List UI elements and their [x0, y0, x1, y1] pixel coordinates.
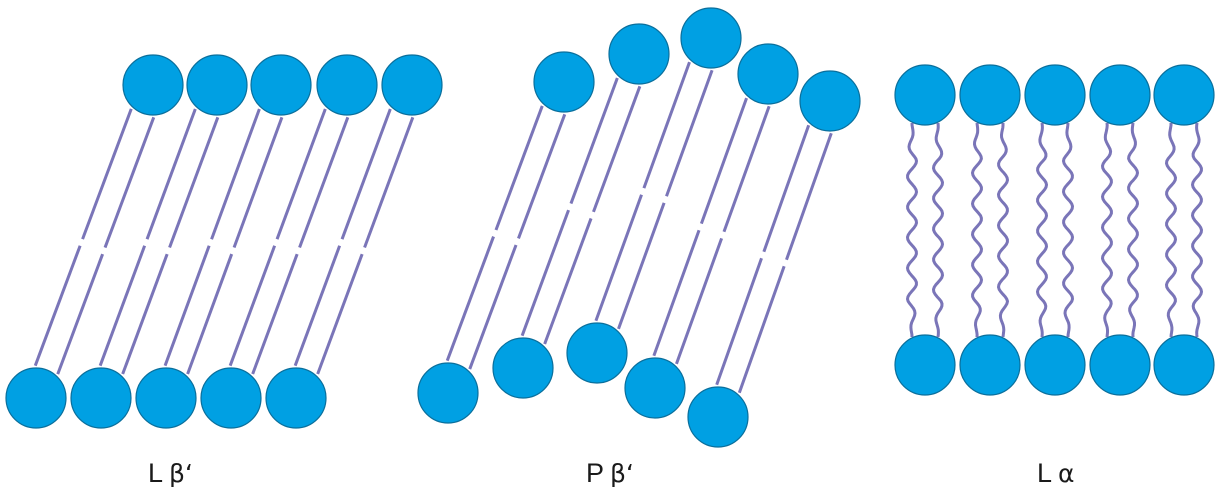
lipid-head — [122, 54, 184, 116]
lipid-tail — [785, 132, 833, 261]
lipid-tail — [1165, 123, 1177, 338]
lipid-tail — [103, 116, 156, 249]
label-letter: L — [1037, 458, 1053, 488]
lipid-head — [70, 367, 132, 429]
lipid-tail — [906, 122, 918, 338]
lipid-tail — [81, 108, 133, 240]
lipid-tail — [642, 61, 691, 189]
lipid-tail — [316, 253, 364, 375]
lipid-tail — [569, 77, 619, 205]
lipid-head — [608, 23, 670, 85]
lipid-tail — [617, 202, 666, 330]
lipid-head — [492, 337, 554, 399]
lipid-head — [1153, 64, 1215, 126]
lipid-head — [624, 357, 686, 419]
lipid-tail — [98, 245, 147, 367]
l-alpha-phase — [894, 64, 1215, 396]
lipid-head — [894, 64, 956, 126]
lipid-head — [5, 367, 67, 429]
lipid-tail — [594, 194, 643, 322]
lipid-head — [316, 54, 378, 116]
lipid-head — [894, 334, 956, 396]
lipid-head — [186, 54, 248, 116]
l-beta-prime-phase — [5, 54, 443, 429]
lipid-tail — [1036, 122, 1048, 338]
lipid-tail — [932, 122, 944, 338]
lipid-head — [737, 43, 799, 105]
lipid-head — [250, 54, 312, 116]
lipid-head — [265, 367, 327, 429]
lipid-tail — [298, 116, 350, 249]
lipid-tail — [275, 108, 327, 240]
lipid-head — [959, 334, 1021, 396]
lipid-head — [381, 54, 443, 116]
lipid-tail — [520, 209, 570, 337]
lipid-tail — [340, 108, 392, 240]
lipid-tail — [293, 245, 342, 367]
p-beta-prime-phase — [417, 7, 861, 448]
lipid-tail — [762, 124, 811, 253]
lipid-head — [1089, 64, 1151, 126]
lipid-tail — [971, 122, 983, 338]
lipid-tail — [228, 245, 277, 367]
lipid-head — [799, 70, 861, 132]
lipid-tail — [186, 253, 234, 375]
lipid-tail — [1101, 122, 1113, 338]
lipid-tail — [168, 116, 220, 249]
lipid-tail — [543, 217, 593, 345]
lipid-tail — [675, 237, 724, 365]
lipid-tail — [145, 108, 197, 240]
label-greek: β‘ — [610, 459, 634, 488]
lipid-tail — [1127, 122, 1139, 338]
lipid-tail — [517, 113, 567, 239]
lipid-tail — [363, 116, 415, 249]
lipid-tail — [210, 108, 261, 240]
lipid-tail — [445, 236, 495, 362]
lipid-head — [1024, 64, 1086, 126]
lipid-tail — [997, 123, 1009, 338]
lipid-tail — [715, 257, 763, 386]
lipid-tail — [737, 265, 786, 394]
lipid-tail — [56, 253, 105, 375]
lipid-tail — [699, 97, 748, 225]
lipid-head — [417, 362, 479, 424]
lipid-head — [959, 64, 1021, 126]
lipid-tail — [468, 244, 518, 370]
lipid-head — [680, 7, 742, 69]
lipid-tail — [494, 105, 544, 231]
lipid-head — [687, 386, 749, 448]
lipid-head — [135, 367, 197, 429]
label-greek: β‘ — [169, 459, 193, 488]
lipid-head — [533, 51, 595, 113]
lipid-tail — [592, 85, 642, 213]
lipid-tail — [121, 253, 169, 375]
lipid-head — [1024, 334, 1086, 396]
lipid-tail — [652, 229, 701, 357]
lipid-tail — [665, 69, 714, 197]
lipid-tail — [33, 245, 82, 367]
lipid-tail — [163, 245, 211, 367]
lipid-tail — [722, 105, 771, 233]
label-greek: α — [1058, 459, 1075, 488]
lipid-tail — [232, 116, 284, 249]
lipid-head — [200, 367, 262, 429]
lipid-head — [1153, 334, 1215, 396]
lipid-tail — [251, 253, 299, 375]
lipid-head — [1089, 334, 1151, 396]
label-letter: P — [586, 458, 605, 488]
label-letter: L — [148, 458, 164, 488]
lipid-tail — [1191, 122, 1203, 338]
lipid-tail — [1062, 122, 1074, 338]
lipid-head — [566, 322, 628, 384]
